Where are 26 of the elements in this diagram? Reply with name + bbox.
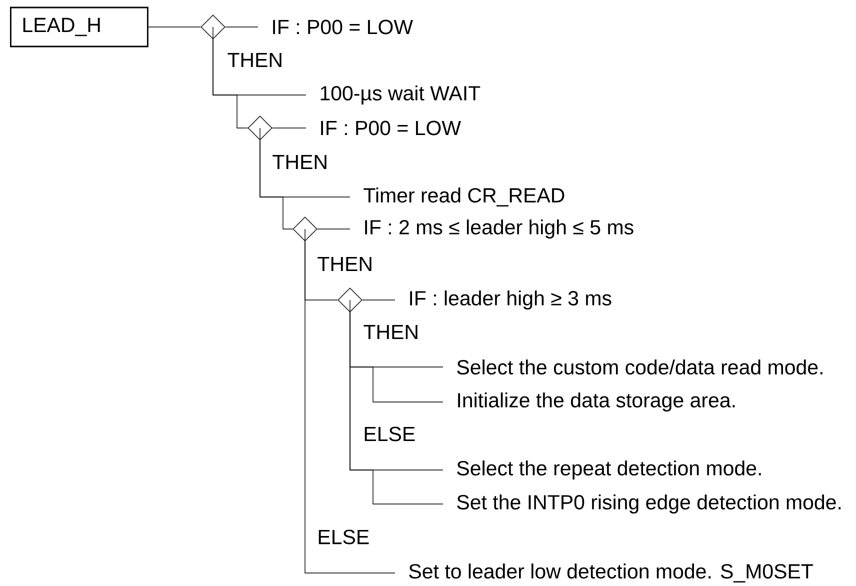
step-text: Initialize the data storage area. bbox=[458, 392, 735, 412]
decision-diamond bbox=[248, 116, 272, 141]
step-text: Select the custom code/data read mode. bbox=[457, 359, 822, 375]
step-text: IF : leader high ≥ 3 ms bbox=[410, 290, 612, 310]
branch-label: THEN bbox=[318, 256, 372, 272]
branch-label: ELSE bbox=[364, 426, 415, 442]
connector-line bbox=[350, 312, 444, 504]
step-text: Set to leader low detection mode. S_M0SET bbox=[409, 564, 813, 582]
connector-line bbox=[317, 228, 350, 230]
step-text: 100-µs wait WAIT bbox=[320, 85, 480, 105]
step-text: IF : P00 = LOW bbox=[321, 120, 461, 136]
decision-diamond bbox=[200, 14, 226, 40]
step-text: Select the repeat detection mode. bbox=[457, 460, 761, 480]
decision-diamond bbox=[292, 216, 318, 242]
connector-line bbox=[212, 39, 248, 128]
decision-diamond bbox=[338, 288, 362, 313]
connector-line bbox=[260, 140, 293, 230]
step-text: IF : 2 ms ≤ leader high ≤ 5 ms bbox=[365, 219, 634, 239]
process-box: LEAD_H bbox=[10, 6, 148, 48]
step-text: Timer read CR_READ bbox=[364, 188, 564, 206]
step-text: IF : P00 = LOW bbox=[273, 20, 413, 34]
step-text: Set the INTP0 rising edge detection mode. bbox=[457, 494, 841, 514]
connector-line bbox=[148, 26, 201, 28]
connector-line bbox=[304, 241, 396, 574]
branch-label: ELSE bbox=[318, 530, 369, 544]
connector-line bbox=[225, 26, 258, 28]
